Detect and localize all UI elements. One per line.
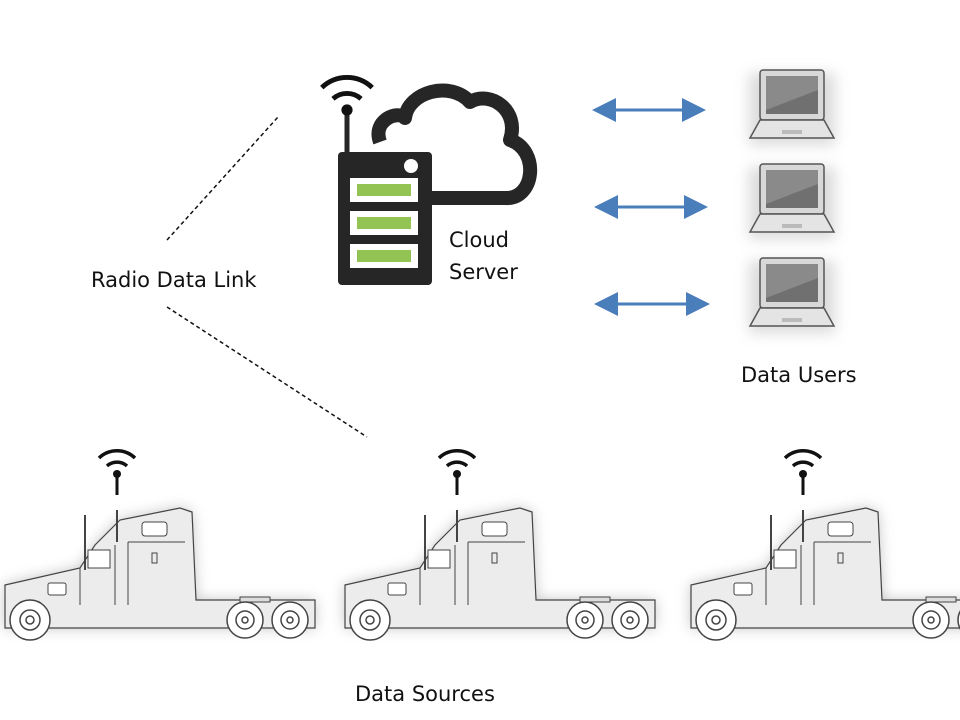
cloud-server-label-line1: Cloud (449, 228, 509, 252)
radio-link-line-lower (166, 306, 368, 438)
truck-icon (345, 451, 655, 640)
data-sources-label: Data Sources (355, 682, 495, 706)
cloud-server-label-line2: Server (449, 260, 518, 284)
radio-link-line-upper (166, 116, 279, 241)
laptop-icon (749, 70, 835, 145)
laptop-icon (749, 258, 835, 333)
truck-icon (691, 451, 960, 640)
wifi-antenna-icon (322, 77, 372, 115)
server-icon (322, 77, 432, 285)
radio-data-link-label: Radio Data Link (91, 268, 257, 292)
data-users-label: Data Users (741, 363, 857, 387)
laptop-icon (749, 164, 835, 239)
truck-icon (5, 451, 315, 640)
cloud-icon (371, 83, 538, 205)
